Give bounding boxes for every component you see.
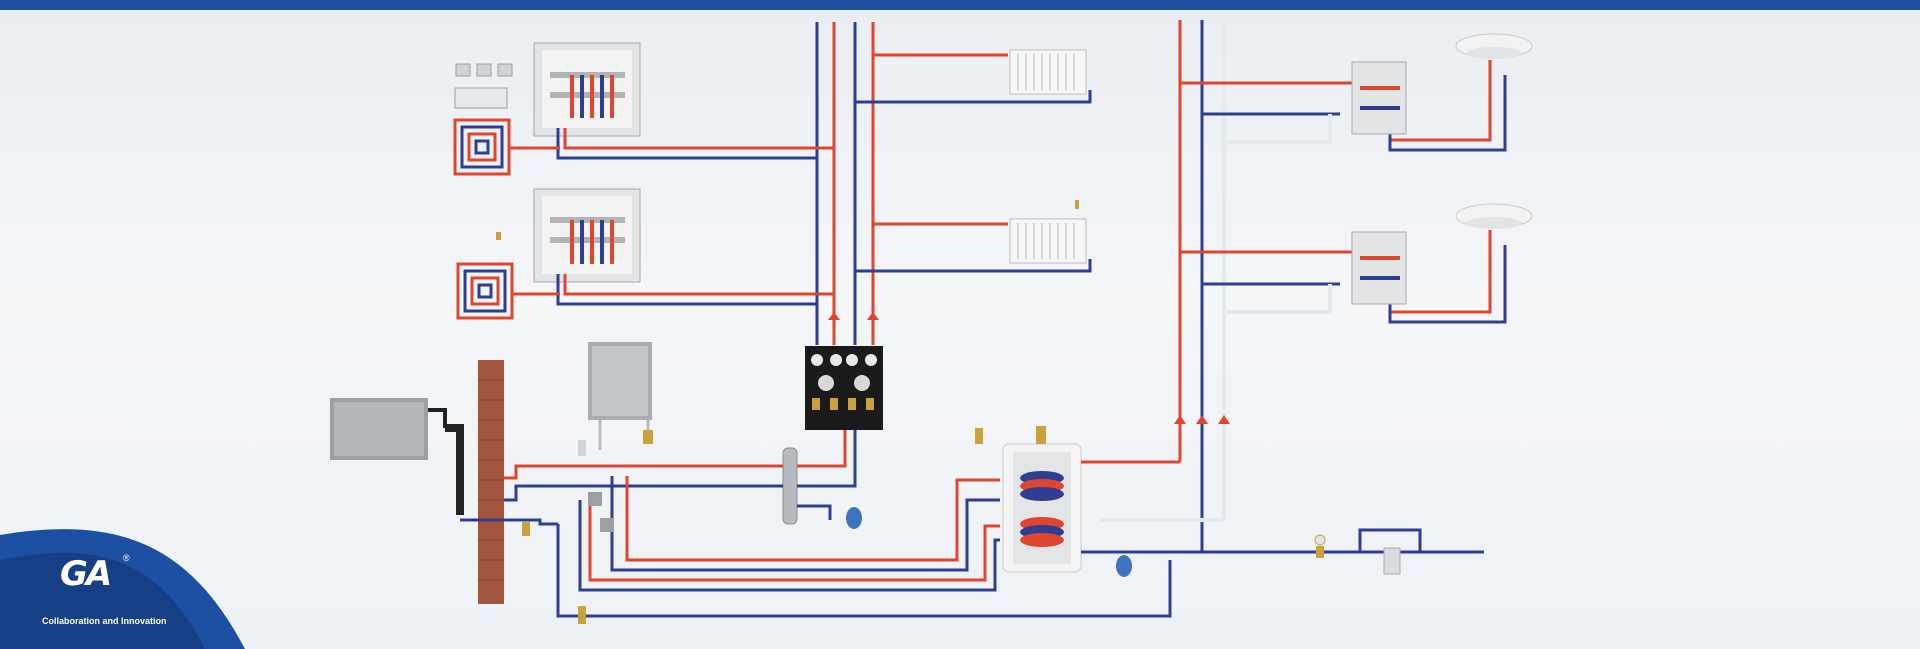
expansion-vessel — [846, 507, 862, 529]
chimney — [445, 360, 504, 604]
hydraulic-separator — [782, 447, 798, 525]
thermostat — [455, 63, 471, 77]
wall-boiler — [588, 342, 653, 450]
logo-swoosh-highlight — [0, 552, 205, 649]
underfloor-zone-2 — [456, 188, 834, 320]
pump — [588, 492, 602, 506]
sanitary-group-2 — [1180, 203, 1533, 324]
underfloor-heating-loop — [453, 118, 511, 176]
pressure-gauge — [1314, 534, 1326, 546]
thermostat — [496, 232, 501, 240]
controller — [454, 87, 508, 109]
valve — [1316, 546, 1324, 558]
header-bar — [0, 0, 1920, 10]
logo-tagline: Collaboration and Innovation — [42, 616, 167, 626]
underfloor-zone-1 — [453, 42, 834, 176]
brand-logo: GA ® Collaboration and Innovation — [0, 520, 260, 649]
manifold-cabinet — [533, 188, 641, 283]
domestic-risers — [1081, 20, 1484, 554]
thermostat — [476, 63, 492, 77]
central-risers — [815, 22, 875, 345]
radiator-1 — [855, 49, 1092, 104]
valve — [578, 440, 586, 456]
sanitary-manifold — [1351, 61, 1407, 135]
primary-circuit — [460, 430, 1172, 618]
water-inlet — [1314, 528, 1422, 575]
hot-water-storage-tank — [1002, 426, 1082, 573]
valve — [578, 606, 586, 624]
sanitary-group-1 — [1180, 33, 1533, 152]
thermostat — [497, 63, 513, 77]
pump — [600, 518, 614, 532]
registered-mark: ® — [123, 553, 130, 563]
underfloor-heating-loop — [456, 262, 514, 320]
valve — [975, 428, 983, 444]
riser-valves — [1174, 415, 1230, 424]
logo-mark: GA — [60, 554, 112, 594]
pump-group — [805, 312, 883, 430]
expansion-vessel — [1116, 555, 1132, 577]
heat-pump — [330, 398, 447, 460]
manifold-cabinet — [533, 42, 641, 137]
radiator-2 — [855, 200, 1092, 273]
valve — [522, 522, 530, 536]
water-filter — [1383, 547, 1401, 575]
sanitary-manifold — [1351, 231, 1407, 305]
